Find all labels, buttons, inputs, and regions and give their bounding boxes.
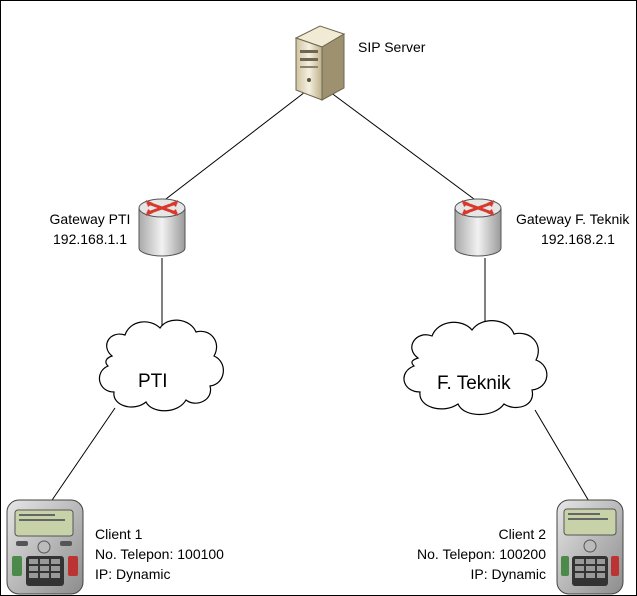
sip-server-label: SIP Server bbox=[358, 39, 426, 55]
ip-phone-icon bbox=[6, 499, 84, 595]
cloud-icon bbox=[98, 319, 224, 412]
link-cloud-pti-client1 bbox=[47, 407, 116, 507]
gateway-pti-ip: 192.168.1.1 bbox=[53, 231, 127, 247]
client2-ip: IP: Dynamic bbox=[470, 566, 546, 582]
client2-phone: No. Telepon: 100200 bbox=[417, 546, 546, 562]
cloud-icon bbox=[403, 320, 548, 416]
link-server-gateway-pti bbox=[161, 91, 306, 203]
client1-phone: No. Telepon: 100100 bbox=[95, 546, 224, 562]
client2-name: Client 2 bbox=[498, 526, 546, 542]
link-cloud-ft-client2 bbox=[534, 409, 591, 504]
server-icon bbox=[294, 25, 346, 101]
router-icon bbox=[138, 198, 186, 257]
gateway-ft-ip: 192.168.2.1 bbox=[541, 231, 615, 247]
ip-phone-icon bbox=[556, 499, 624, 595]
router-icon bbox=[454, 198, 502, 257]
link-server-gateway-ft bbox=[329, 91, 479, 203]
cloud-pti-label: PTI bbox=[138, 371, 168, 392]
cloud-ft-label: F. Teknik bbox=[437, 373, 511, 394]
gateway-pti-name: Gateway PTI bbox=[49, 211, 131, 227]
client1-ip: IP: Dynamic bbox=[95, 566, 171, 582]
gateway-ft-name: Gateway F. Teknik bbox=[516, 211, 630, 227]
client1-name: Client 1 bbox=[95, 526, 143, 542]
